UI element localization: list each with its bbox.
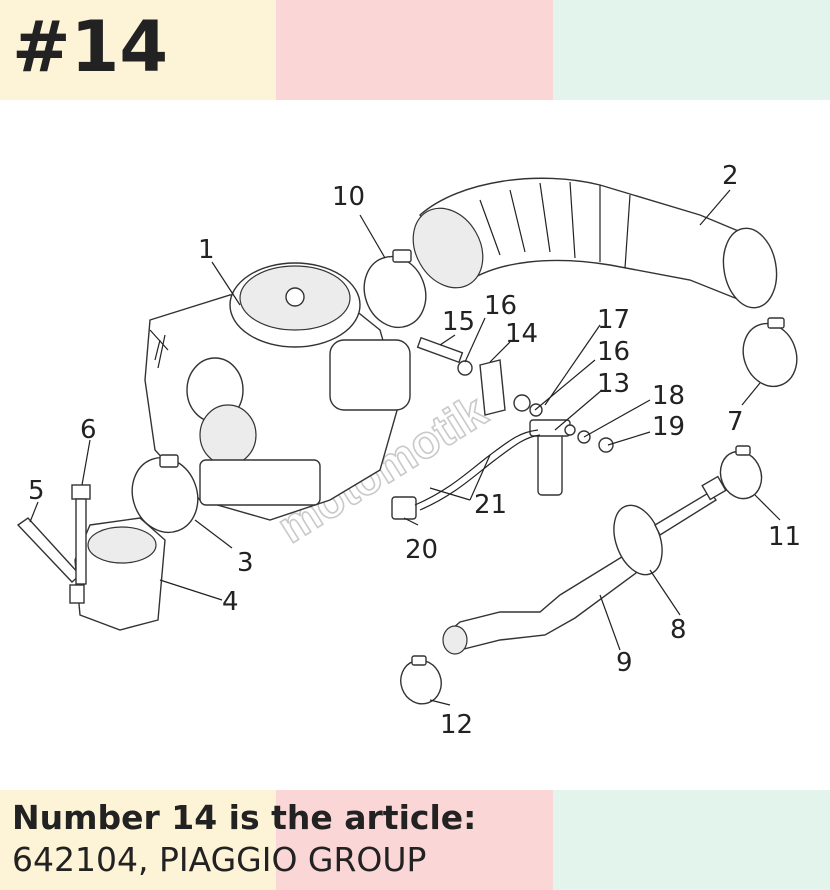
part-clamp-10 xyxy=(363,249,427,329)
callout-9: 9 xyxy=(616,648,633,678)
callout-15: 15 xyxy=(442,307,475,337)
callout-10: 10 xyxy=(332,182,365,212)
part-screw-6 xyxy=(71,484,91,585)
callout-3: 3 xyxy=(237,548,254,578)
article-description: 642104, PIAGGIO GROUP xyxy=(12,840,427,879)
part-carburetor xyxy=(144,262,411,521)
leader-lines xyxy=(29,189,781,706)
callout-5: 5 xyxy=(28,476,45,506)
callout-21: 21 xyxy=(474,490,507,520)
part-hose-5 xyxy=(16,517,81,583)
header-band-green xyxy=(553,0,830,100)
part-intake-manifold xyxy=(69,517,166,631)
callout-7: 7 xyxy=(727,407,744,437)
callout-4: 4 xyxy=(222,587,239,617)
header-band xyxy=(0,0,830,100)
part-bolt-15 xyxy=(416,336,464,364)
part-bracket-14 xyxy=(479,359,506,416)
footer-band-yellow xyxy=(0,790,276,890)
callout-11: 11 xyxy=(768,522,801,552)
part-clamp-11 xyxy=(719,445,763,500)
part-clamp-3 xyxy=(131,454,199,534)
callout-13: 13 xyxy=(597,369,630,399)
callout-8: 8 xyxy=(670,615,687,645)
callout-20: 20 xyxy=(405,535,438,565)
callout-6: 6 xyxy=(80,415,97,445)
footer-band-green xyxy=(553,790,830,890)
callout-labels: 1 2 3 4 5 6 7 8 9 10 11 12 13 14 15 16 1… xyxy=(28,161,801,740)
callout-12: 12 xyxy=(440,710,473,740)
part-clamp-7 xyxy=(742,317,798,388)
header-band-pink xyxy=(276,0,553,100)
part-silencer xyxy=(442,475,727,655)
part-clamp-12 xyxy=(400,655,442,705)
article-title: Number 14 is the article: xyxy=(12,798,477,837)
footer-band xyxy=(0,790,830,890)
part-sensor-13 xyxy=(529,419,614,496)
exploded-parts-diagram: motomotik xyxy=(16,161,801,740)
callout-1: 1 xyxy=(198,235,215,265)
callout-18: 18 xyxy=(652,381,685,411)
callout-17: 17 xyxy=(597,305,630,335)
footer-band-pink xyxy=(276,790,553,890)
part-connector-20 xyxy=(391,496,417,520)
callout-14: 14 xyxy=(505,319,538,349)
callout-16-upper: 16 xyxy=(484,291,517,321)
callout-19: 19 xyxy=(652,412,685,442)
header-band-yellow xyxy=(0,0,276,100)
part-intake-hose xyxy=(412,177,778,309)
callout-2: 2 xyxy=(722,161,739,191)
callout-16-lower: 16 xyxy=(597,337,630,367)
part-number-heading: #14 xyxy=(12,6,169,88)
